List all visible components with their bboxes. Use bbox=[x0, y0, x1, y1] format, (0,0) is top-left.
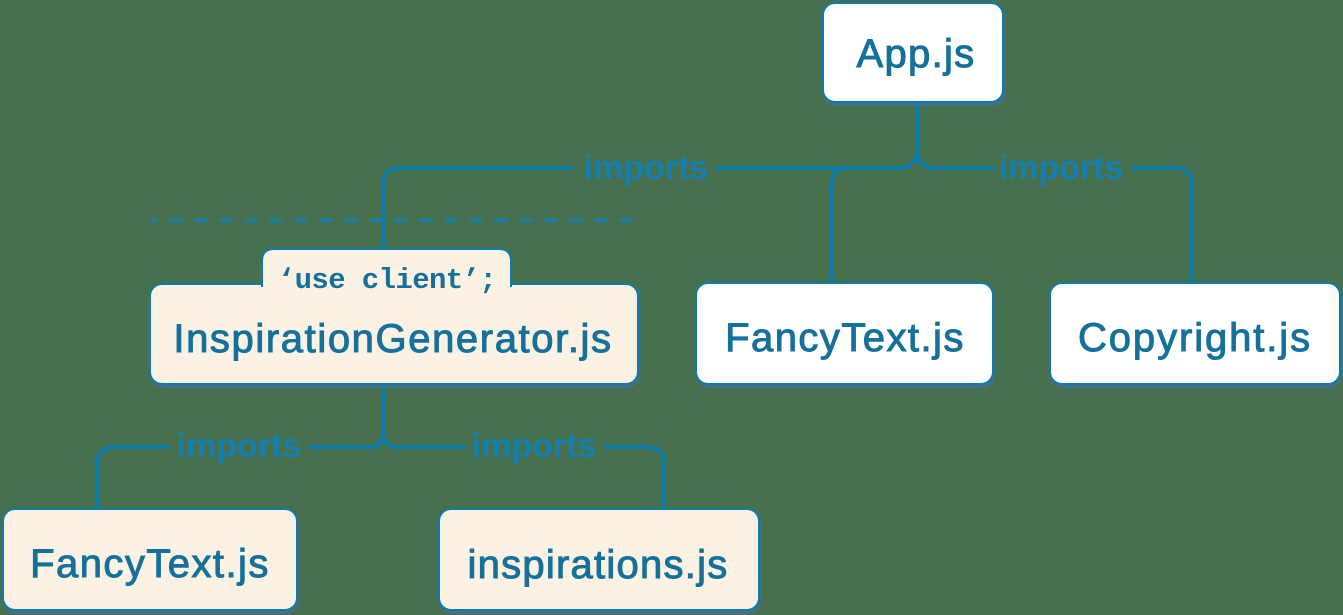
svg-text:Copyright.js: Copyright.js bbox=[1078, 316, 1312, 360]
svg-text:InspirationGenerator.js: InspirationGenerator.js bbox=[173, 317, 612, 361]
svg-text:FancyText.js: FancyText.js bbox=[725, 316, 965, 360]
svg-text:imports: imports bbox=[472, 427, 597, 465]
svg-text:FancyText.js: FancyText.js bbox=[30, 542, 270, 586]
svg-text:‘use client’;: ‘use client’; bbox=[278, 264, 496, 297]
svg-text:inspirations.js: inspirations.js bbox=[467, 543, 728, 587]
svg-text:imports: imports bbox=[584, 149, 709, 187]
svg-text:App.js: App.js bbox=[857, 32, 976, 76]
svg-text:imports: imports bbox=[999, 149, 1124, 187]
svg-text:imports: imports bbox=[177, 427, 302, 465]
